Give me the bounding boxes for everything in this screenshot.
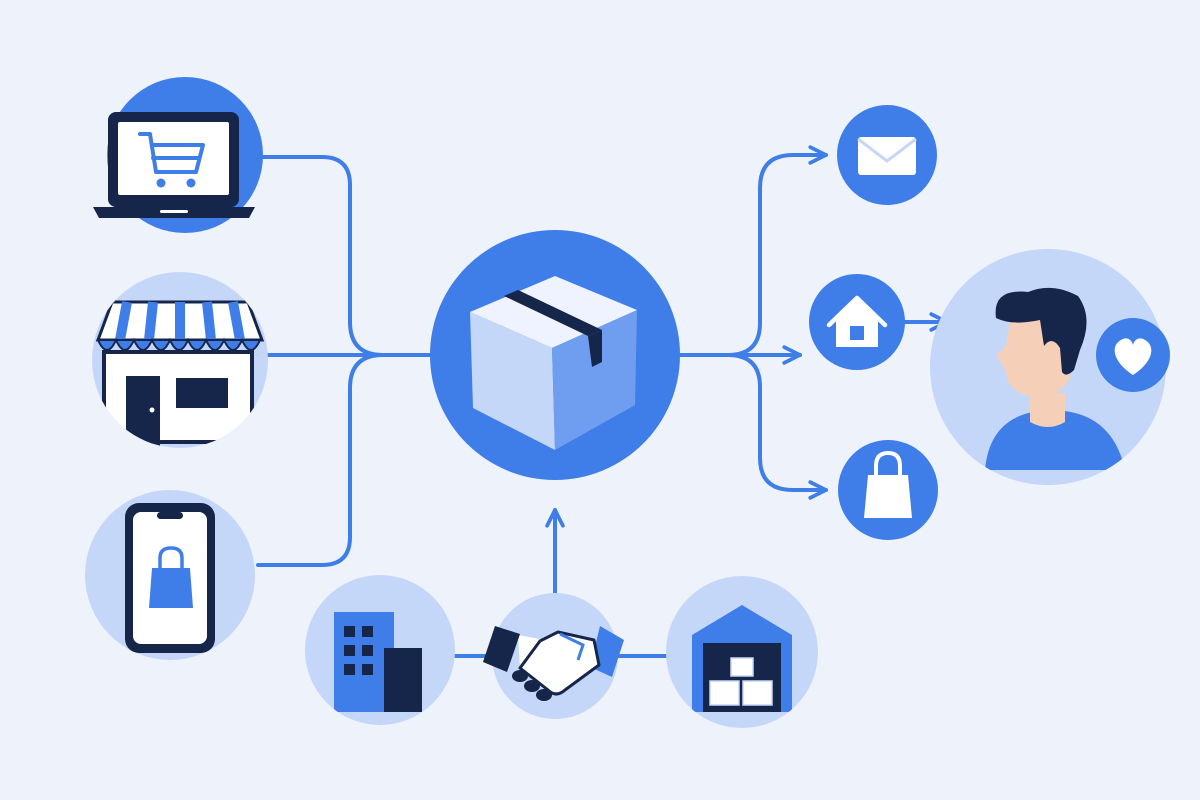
handshake-icon	[483, 626, 624, 701]
node-warehouse	[666, 576, 818, 728]
heart-badge	[1096, 318, 1170, 392]
storefront-icon	[95, 300, 265, 446]
shopping-bag-icon	[864, 450, 912, 518]
node-supplier	[305, 575, 455, 725]
node-home-delivery	[809, 274, 905, 370]
node-customer	[930, 249, 1170, 485]
smartphone-bag-icon	[125, 503, 215, 653]
node-retail-store	[92, 272, 268, 448]
edge-package-to-email	[678, 145, 828, 357]
node-central-package	[430, 230, 680, 480]
person-avatar-icon	[985, 287, 1125, 470]
edge-package-to-bag	[678, 353, 828, 500]
package-box-icon	[470, 276, 637, 450]
edge-mobile-shop-to-package	[256, 353, 434, 567]
office-building-icon	[334, 612, 422, 712]
node-bag-pickup	[838, 440, 938, 540]
edge-online-store-to-package	[260, 155, 434, 357]
house-icon	[826, 295, 888, 347]
envelope-icon	[857, 137, 917, 175]
warehouse-icon	[692, 605, 792, 712]
connectors	[256, 145, 949, 658]
node-mobile-shop	[85, 490, 255, 660]
laptop-cart-icon	[93, 112, 255, 218]
node-email-delivery	[837, 105, 937, 205]
node-online-store	[93, 77, 263, 233]
heart-icon	[1114, 338, 1152, 375]
node-partnership	[483, 593, 624, 719]
